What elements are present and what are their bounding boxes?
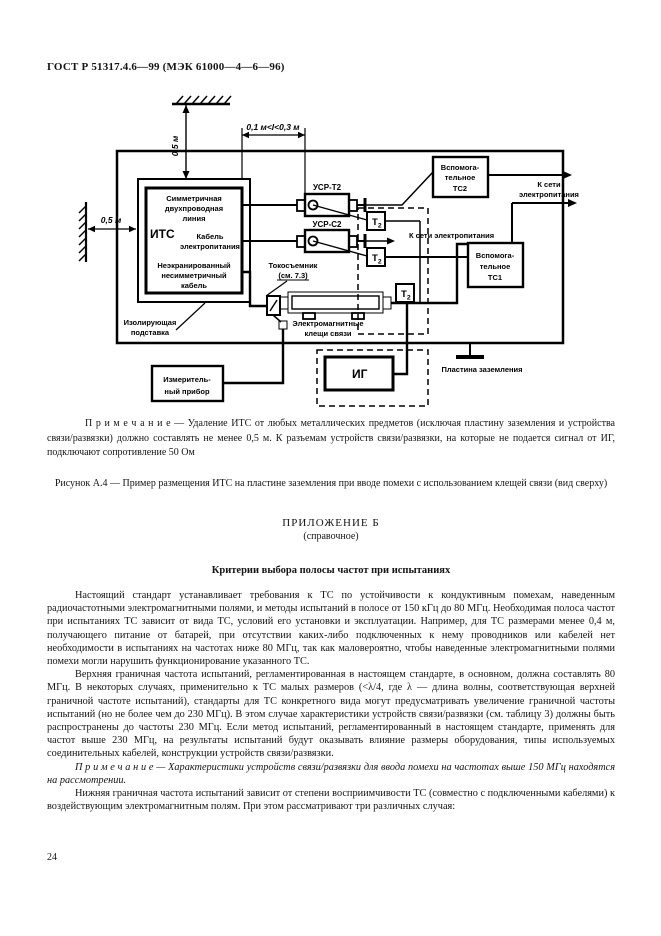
ground-symbol [456,343,484,359]
meter-label-2: ный прибор [164,387,210,396]
symmetric-line-label-1: Симметричная [166,194,222,203]
dashed-zone-upper [357,207,429,335]
cdn-usr-t2: УСР-Т2 [296,183,368,221]
power-cable-label-2: электропитания [180,242,240,251]
termination-t2-a: Т2 [366,211,386,231]
power-cable-label-1: Кабель [196,232,223,241]
aux-tc1-label-1: Вспомога- [476,251,515,260]
aux-tc2-label-2: тельное [445,173,476,182]
symmetric-line-label-2: двухпроводная [165,204,223,213]
cdn-usr-c2-label: УСР-С2 [313,220,343,229]
figure-a4-diagram: 0,5 м 0,1 м<l<0,3 м 0,5 [78,95,579,407]
probe-label-1: Токосъемник [269,261,318,270]
svg-text:Т2: Т2 [372,253,382,266]
appendix-title: ПРИЛОЖЕНИЕ Б [282,517,380,529]
termination-t2-b: Т2 [366,247,386,267]
unshielded-cable-label-2: несимметричный [161,271,227,280]
mains-right-label-1: К сети [537,180,561,189]
ground-plane-outline [115,149,565,345]
termination-t2-c: Т2 [395,283,415,303]
dimension-ceiling-gap: 0,5 м [170,105,190,179]
paragraph-3: Нижняя граничная частота испытаний завис… [47,788,615,813]
paragraph-2: Верхняя граничная частота испытаний, рег… [47,669,615,760]
unshielded-cable-label-3: кабель [181,281,207,290]
dashed-zone-generator [316,349,429,407]
body-text: Настоящий стандарт устанавливает требова… [47,589,615,813]
aux-tc1-label-3: ТС1 [488,273,502,282]
cdn-usr-c2: УСР-С2 [296,220,368,257]
insulating-support-leader [175,302,206,331]
aux-tc2-label-1: Вспомога- [441,163,480,172]
probe-label-2: (см. 7.3) [278,271,308,280]
ceiling-hatch-symbol [172,95,232,106]
eut-box: Симметричная двухпроводная линия ИТС Каб… [137,178,251,303]
section-heading: Критерии выбора полосы частот при испыта… [211,565,451,576]
dimension-ceiling-label: 0,5 м [170,135,180,156]
svg-text:Т2: Т2 [401,289,411,302]
wall-hatch-symbol [78,202,88,262]
figure-caption: Рисунок А.4 — Пример размещения ИТС на п… [54,478,608,489]
dimension-wall-label: 0,5 м [101,215,122,225]
insulating-support-label-1: Изолирующая [124,318,177,327]
unshielded-cable-label-1: Неэкранированный [157,261,231,270]
dimension-gap-label: 0,1 м<l<0,3 м [246,122,300,132]
cable-clamp-to-aux1 [391,242,468,305]
probe-to-meter-wire [223,329,285,385]
test-generator-label: ИГ [352,367,368,381]
mains-mid-label: К сети электропитания [409,231,494,240]
cdn-usr-t2-label: УСР-Т2 [313,183,342,192]
aux-tc1-label-2: тельное [480,262,511,271]
mains-arrow-top [488,171,572,179]
meter-label-1: Измеритель- [163,375,211,384]
wire-usr-t2-to-aux2 [366,171,434,206]
svg-text:Т2: Т2 [372,217,382,230]
clamp-label-1: Электромагнитные [292,319,363,328]
mains-right-label-2: электропитания [519,190,579,199]
probe-leader-line [265,280,288,297]
dimension-eut-cdn-gap: 0,1 м<l<0,3 м [241,122,306,196]
page-header: ГОСТ Р 51317.4.6—99 (МЭК 61000—4—6—96) [47,61,285,73]
clamp-label-2: клещи связи [304,329,351,338]
figure-note: П р и м е ч а н и е — Удаление ИТС от лю… [47,418,615,458]
generator-wire [393,303,409,376]
current-probe [266,295,288,330]
mains-arrow-mid: К сети электропитания [366,231,494,245]
ground-plate-label: Пластина заземления [441,365,522,374]
paragraph-1: Настоящий стандарт устанавливает требова… [47,590,615,668]
test-generator-box: ИГ [323,355,395,392]
aux-tc1-box: Вспомога- тельное ТС1 [466,241,525,289]
aux-tc2-box: Вспомога- тельное ТС2 [431,155,490,199]
insulating-support-label-2: подставка [131,328,170,337]
symmetric-line-label-3: линия [183,214,206,223]
aux-tc2-label-3: ТС2 [453,184,467,193]
mains-arrow-lower [511,199,577,243]
paragraph-note: П р и м е ч а н и е — Характеристики уст… [47,761,615,786]
measuring-instrument-box: Измеритель- ный прибор [150,364,225,403]
appendix-subtitle: (справочное) [303,531,359,542]
eut-label: ИТС [150,227,175,241]
unshielded-cable-wire [242,270,267,308]
dimension-wall-gap: 0,5 м [88,215,136,233]
page-number: 24 [47,852,57,863]
em-coupling-clamp [279,291,392,320]
